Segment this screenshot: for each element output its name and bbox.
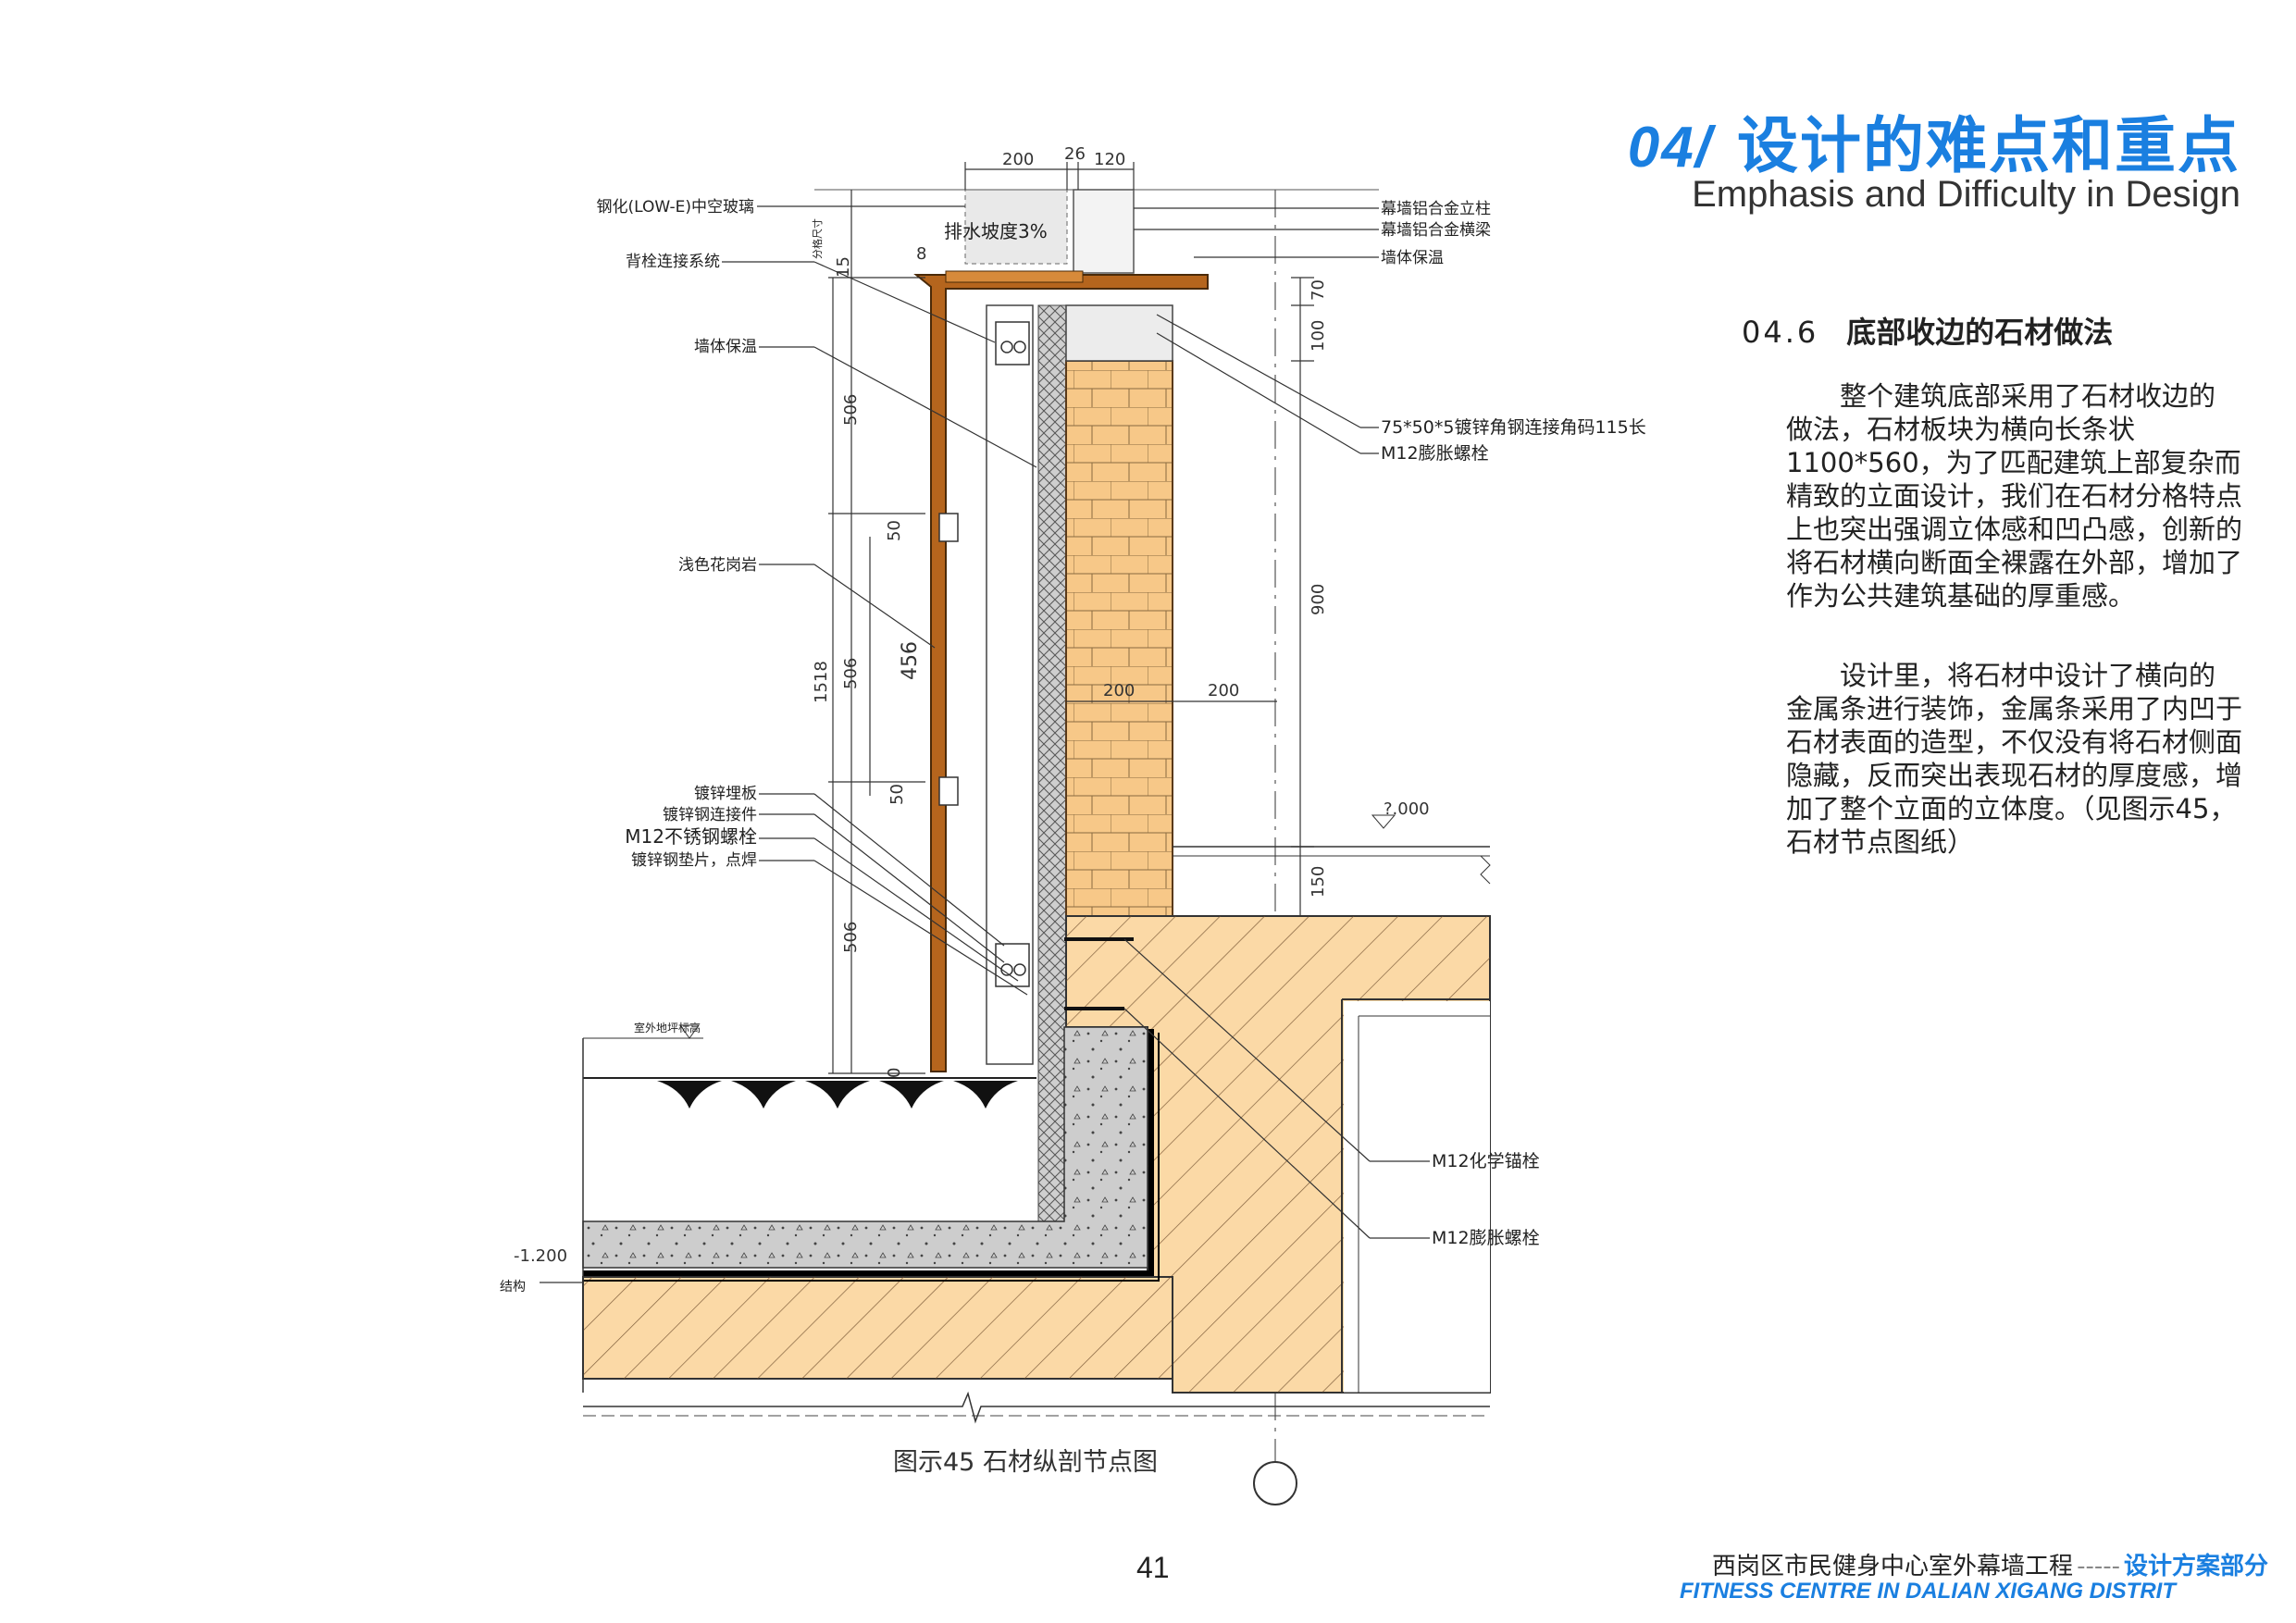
parapet-cap — [1065, 304, 1173, 362]
axis-bubble — [1253, 1461, 1297, 1505]
label-chem-anchor: M12化学锚栓 — [1432, 1151, 1540, 1171]
paragraph-line: 作为公共建筑基础的厚重感。 — [1786, 580, 2136, 612]
paragraph-line: 石材表面的造型，不仅没有将石材侧面 — [1786, 726, 2243, 758]
section-heading-title: 设计的难点和重点 — [1737, 111, 2240, 180]
paragraph-line: 金属条进行装饰，金属条采用了内凹于 — [1786, 693, 2243, 725]
dim-150: 150 — [1309, 866, 1328, 898]
label-bolt-m12-ss: M12不锈钢螺栓 — [625, 825, 757, 848]
elevation-top: ?.000 — [1384, 799, 1430, 819]
dim-8: 8 — [916, 244, 926, 264]
section-heading-number: 04/ — [1627, 116, 1713, 180]
dim-70: 70 — [1309, 279, 1328, 301]
figure-caption: 图示45 石材纵剖节点图 — [893, 1448, 1158, 1477]
insulation-layer — [1037, 304, 1067, 1227]
footer-project-cn: 西岗区市民健身中心室外幕墙工程-----设计方案部分 — [1712, 1547, 2268, 1581]
dim-15: 15 — [834, 256, 853, 278]
dim-100: 100 — [1309, 320, 1328, 352]
dim-width-200b: 200 — [1208, 681, 1239, 700]
label-angle-steel: 75*50*5镀锌角钢连接角码115长 — [1381, 417, 1646, 438]
label-insulation: 墙体保温 — [694, 338, 757, 356]
subsection-title: 04.6 底部收边的石材做法 — [1742, 309, 2113, 352]
label-shim: 镀锌钢垫片，点焊 — [631, 851, 757, 870]
label-slope: 排水坡度3% — [944, 220, 1048, 242]
brick-wall — [1065, 360, 1173, 917]
paragraph-line: 1100*560，为了匹配建筑上部复杂而 — [1786, 447, 2241, 478]
section-heading: 04/设计的难点和重点 — [1628, 96, 2240, 185]
footer-project-en: FITNESS CENTRE IN DALIAN XIGANG DISTRIT — [1679, 1579, 2176, 1604]
paragraph-line: 隐藏，反而突出表现石材的厚度感，增 — [1786, 760, 2243, 791]
leader-lines — [540, 205, 1430, 1283]
dim-top-200: 200 — [1002, 150, 1034, 169]
label-structure: 结构 — [500, 1280, 526, 1295]
dim-0: 0 — [885, 1068, 904, 1078]
label-transom: 幕墙铝合金横梁 — [1381, 221, 1491, 240]
description-paragraph-2: 设计里，将石材中设计了横向的 金属条进行装饰，金属条采用了内凹于 石材表面的造型… — [1786, 659, 2249, 859]
subsection-number: 04.6 — [1742, 315, 1819, 350]
label-bolt-m12-exp: M12膨胀螺栓 — [1381, 443, 1489, 464]
paragraph-line: 将石材横向断面全裸露在外部，增加了 — [1786, 547, 2243, 578]
coping-stone — [913, 274, 1209, 1072]
label-plate-size: 分格尺寸 — [811, 218, 824, 259]
dim-1518: 1518 — [812, 661, 831, 703]
paragraph-line: 石材节点图纸） — [1786, 826, 1975, 858]
cavity-frame — [986, 304, 1034, 1065]
interior-room — [1341, 998, 1490, 1393]
paragraph-line: 加了整个立面的立体度。（见图示45， — [1786, 793, 2237, 824]
dim-top-26: 26 — [1064, 144, 1086, 164]
dim-width-200a: 200 — [1103, 681, 1135, 700]
label-connector: 镀锌钢连接件 — [663, 806, 757, 824]
section-subheading: Emphasis and Difficulty in Design — [1692, 174, 2240, 215]
paragraph-line: 设计里，将石材中设计了横向的 — [1786, 660, 2216, 691]
label-exp-bolt-2: M12膨胀螺栓 — [1432, 1228, 1540, 1248]
paragraph-line: 整个建筑底部采用了石材收边的 — [1786, 380, 2216, 412]
label-outdoor-floor: 室外地坪标高 — [634, 1021, 701, 1035]
mullion-section — [1073, 189, 1135, 274]
label-glass: 钢化(LOW-E)中空玻璃 — [596, 198, 754, 217]
bracket-symbols — [938, 321, 1030, 987]
anchor-bolts — [1064, 937, 1134, 1010]
dim-506a: 506 — [841, 394, 861, 426]
subsection-title-text: 底部收边的石材做法 — [1846, 315, 2114, 350]
label-granite: 浅色花岗岩 — [678, 556, 757, 575]
dim-456: 456 — [899, 641, 922, 680]
dim-50b: 50 — [887, 784, 907, 805]
dim-506b: 506 — [841, 658, 861, 689]
footer-project-name: 西岗区市民健身中心室外幕墙工程 — [1712, 1553, 2074, 1580]
label-mullion: 幕墙铝合金立柱 — [1381, 200, 1491, 218]
soil-symbols — [657, 1081, 1018, 1109]
dim-900: 900 — [1309, 584, 1328, 615]
paragraph-line: 精致的立面设计，我们在石材分格特点 — [1786, 480, 2243, 512]
page-number: 41 — [1136, 1551, 1170, 1584]
paragraph-line: 做法，石材板块为横向长条状 — [1786, 414, 2136, 445]
waterproof-membrane — [583, 1029, 1154, 1276]
footer-dash: ----- — [2077, 1553, 2120, 1580]
dim-50a: 50 — [885, 520, 904, 541]
dim-506c: 506 — [841, 922, 861, 953]
label-embed-plate: 镀锌埋板 — [694, 785, 757, 803]
label-wall-insulation: 墙体保温 — [1381, 249, 1444, 267]
paragraph-line: 上也突出强调立体感和凹凸感，创新的 — [1786, 514, 2243, 545]
elevation-bottom: -1.200 — [514, 1246, 567, 1266]
label-connection: 背栓连接系统 — [626, 253, 720, 271]
dimension-lines — [828, 162, 1314, 1074]
dim-top-120: 120 — [1094, 150, 1125, 169]
description-paragraph-1: 整个建筑底部采用了石材收边的 做法，石材板块为横向长条状 1100*560，为了… — [1786, 379, 2249, 613]
footer-part: 设计方案部分 — [2123, 1553, 2268, 1580]
